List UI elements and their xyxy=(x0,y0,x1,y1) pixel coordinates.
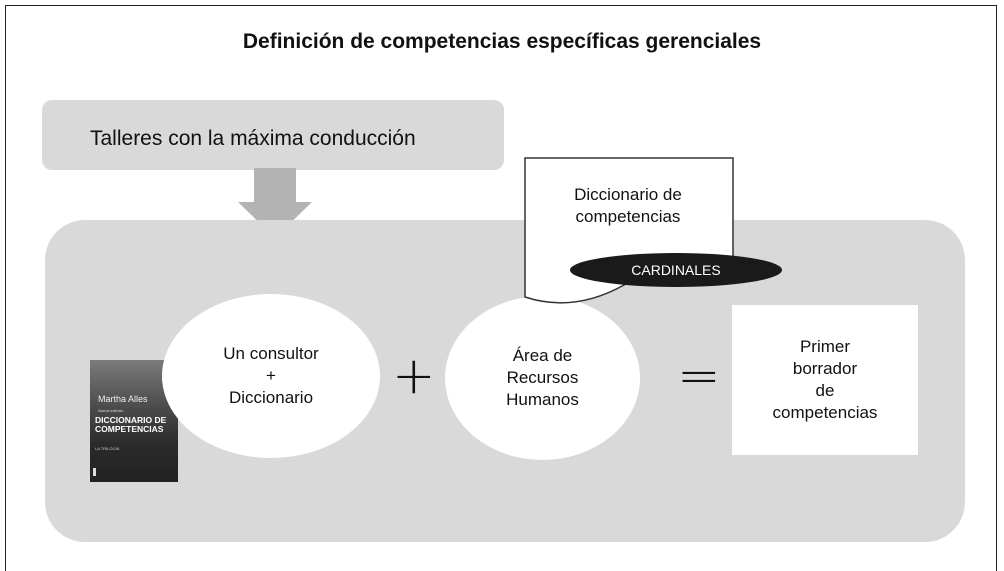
result-box: Primer borrador de competencias xyxy=(732,305,918,455)
rrhh-ellipse: Área de Recursos Humanos xyxy=(445,296,640,460)
book-series: LA TRILOGÍA xyxy=(95,446,120,451)
talleres-label: Talleres con la máxima conducción xyxy=(90,127,416,150)
document-label: Diccionario de competencias xyxy=(574,185,682,226)
book-title: DICCIONARIO DE COMPETENCIAS xyxy=(95,415,167,434)
equals-operator: = xyxy=(677,346,721,406)
book-spine-mark xyxy=(93,468,96,476)
diagram-title: Definición de competencias específicas g… xyxy=(242,30,762,53)
consultor-ellipse: Un consultor + Diccionario xyxy=(162,294,380,458)
down-arrow-icon xyxy=(238,168,312,238)
book-author: Martha Alles xyxy=(98,394,148,404)
talleres-box xyxy=(42,100,504,170)
cardinales-tag: CARDINALES xyxy=(570,253,782,287)
document-icon xyxy=(524,157,734,304)
book-subtitle: Nueva edición xyxy=(98,408,124,413)
plus-operator: + xyxy=(392,346,436,406)
